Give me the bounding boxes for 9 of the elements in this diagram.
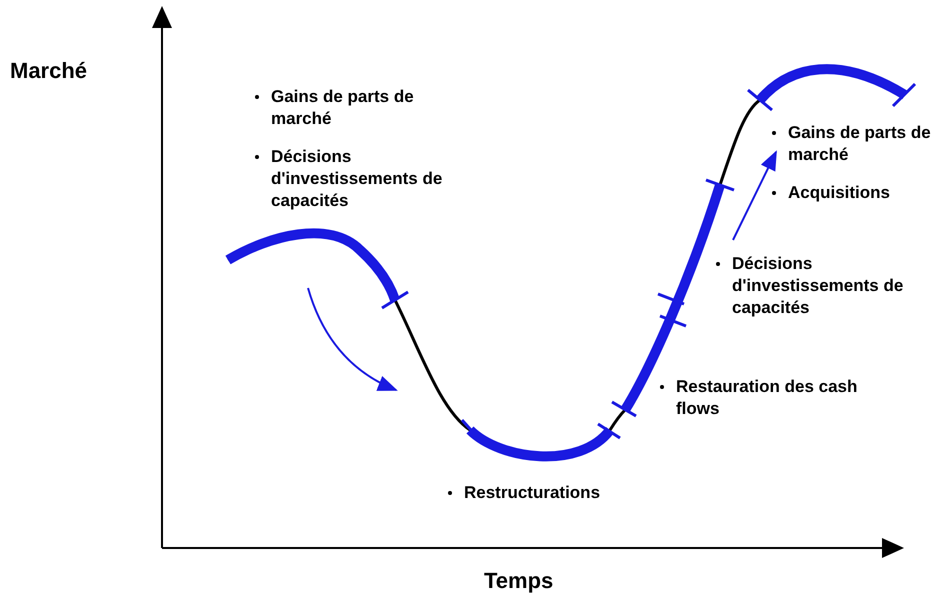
annotation-text: Restructurations: [464, 482, 600, 504]
annotation-text: Acquisitions: [788, 182, 890, 204]
axis-title: Marché: [10, 60, 88, 82]
axis-title: Temps: [484, 570, 554, 592]
annotation-text: Décisions d'investissements de capacités: [271, 146, 444, 212]
annotation-text: Gains de parts de marché: [788, 122, 932, 166]
annotation-text: Gains de parts de marché: [271, 86, 415, 130]
annotation-text: Restauration des cash flows: [676, 376, 858, 420]
annotation-text: Décisions d'investissements de capacités: [732, 253, 904, 319]
